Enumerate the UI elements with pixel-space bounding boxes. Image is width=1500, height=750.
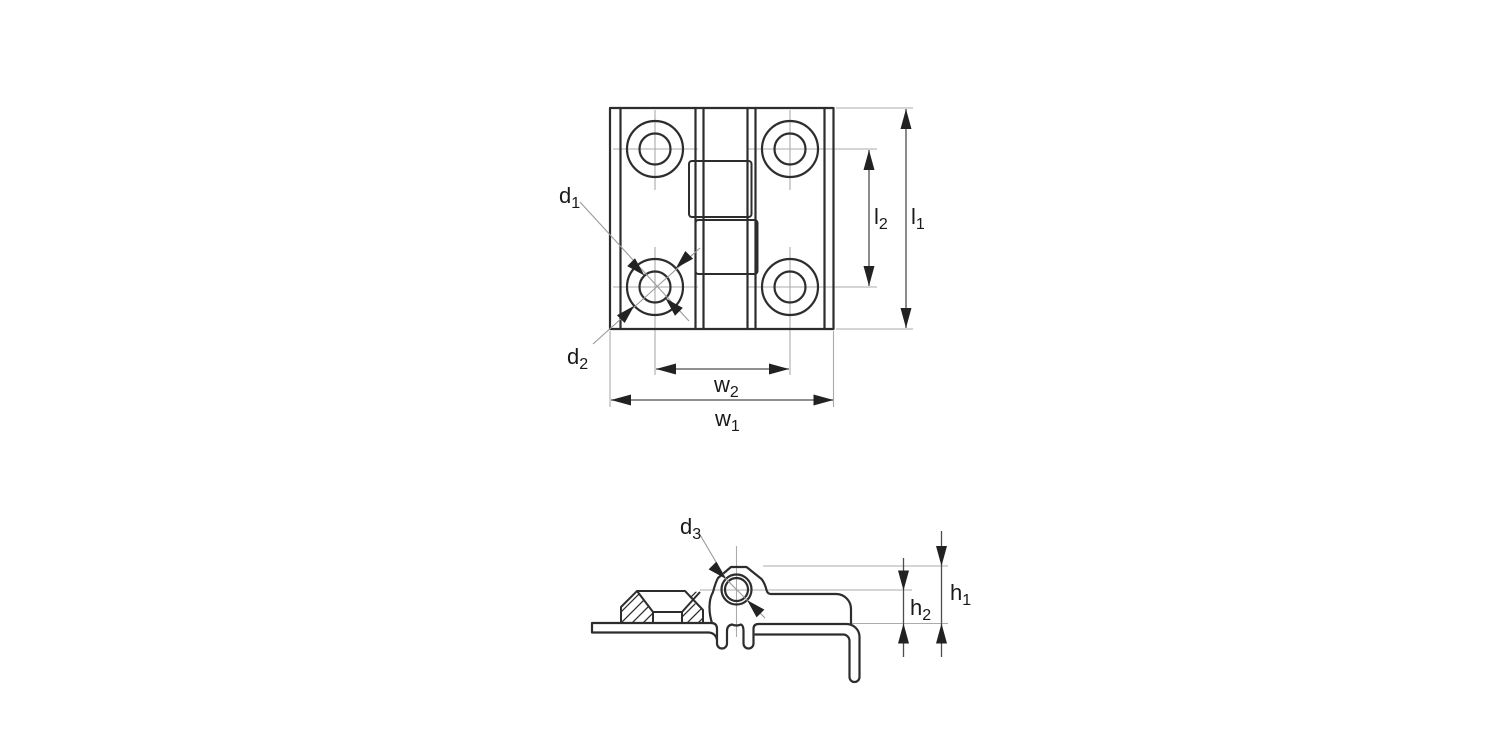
dimension-l2: l2 xyxy=(863,150,888,286)
knuckle-segment-lower xyxy=(694,219,759,275)
d3-arrow-upper xyxy=(708,561,726,579)
top-view-centerlines xyxy=(609,107,913,407)
label-l1: l1 xyxy=(911,204,925,233)
d2-arrow-lower xyxy=(616,305,635,323)
w2-arrow-left xyxy=(656,363,676,375)
mounting-hole-bottom-left xyxy=(625,257,685,317)
h1-arrow-bottom xyxy=(936,623,947,644)
dimension-w2: w2 xyxy=(656,363,789,401)
label-d1: d1 xyxy=(559,183,580,212)
w1-arrow-right xyxy=(813,394,834,406)
screw-hole-notch xyxy=(652,611,683,623)
d2-arrow-upper xyxy=(675,251,694,269)
label-l2: l2 xyxy=(874,204,888,233)
legs-and-right-plate xyxy=(710,621,861,684)
label-h1: h1 xyxy=(950,580,971,609)
dimension-l1: l1 xyxy=(900,109,925,328)
left-plate xyxy=(590,621,718,641)
countersink-edge-left xyxy=(636,590,654,613)
dimension-w1: w1 xyxy=(611,394,834,435)
mounting-hole-bottom-right xyxy=(760,257,820,317)
dimension-d2: d2 xyxy=(567,247,701,373)
label-w1: w1 xyxy=(714,406,740,435)
countersink-edge-right xyxy=(681,591,701,613)
side-view: d3 h2 h1 xyxy=(590,514,971,684)
l2-arrow-bottom xyxy=(863,266,875,286)
label-h2: h2 xyxy=(910,595,931,624)
knuckle-boss-and-body xyxy=(708,565,853,625)
h1-arrow-top xyxy=(936,546,947,566)
w2-arrow-right xyxy=(769,363,789,375)
d3-arrow-lower xyxy=(747,600,765,618)
label-d3: d3 xyxy=(680,514,701,543)
hinge-plate-outline xyxy=(608,106,835,331)
label-w2: w2 xyxy=(713,372,739,401)
side-view-centerlines xyxy=(700,546,948,637)
dimension-h2: h2 xyxy=(898,558,931,657)
pin-bore xyxy=(720,573,753,606)
block-outline xyxy=(620,590,704,623)
d1-arrow-lower xyxy=(665,298,683,316)
mounting-hole-top-left xyxy=(625,119,685,179)
mounting-hole-top-right xyxy=(760,119,820,179)
w1-arrow-left xyxy=(611,394,631,406)
h2-arrow-top xyxy=(898,570,909,591)
top-view: d1 d2 l2 l1 w2 xyxy=(559,106,925,435)
l1-arrow-top xyxy=(900,109,912,129)
d1-arrow-upper xyxy=(627,258,645,276)
l2-arrow-top xyxy=(863,150,875,170)
knuckle-segment-upper xyxy=(688,160,753,218)
dimension-h1: h1 xyxy=(936,531,971,657)
dimension-d3: d3 xyxy=(680,514,766,619)
dimension-d1: d1 xyxy=(559,183,690,322)
label-d2: d2 xyxy=(567,344,588,373)
h2-arrow-bottom xyxy=(898,623,909,644)
l1-arrow-bottom xyxy=(900,308,912,328)
